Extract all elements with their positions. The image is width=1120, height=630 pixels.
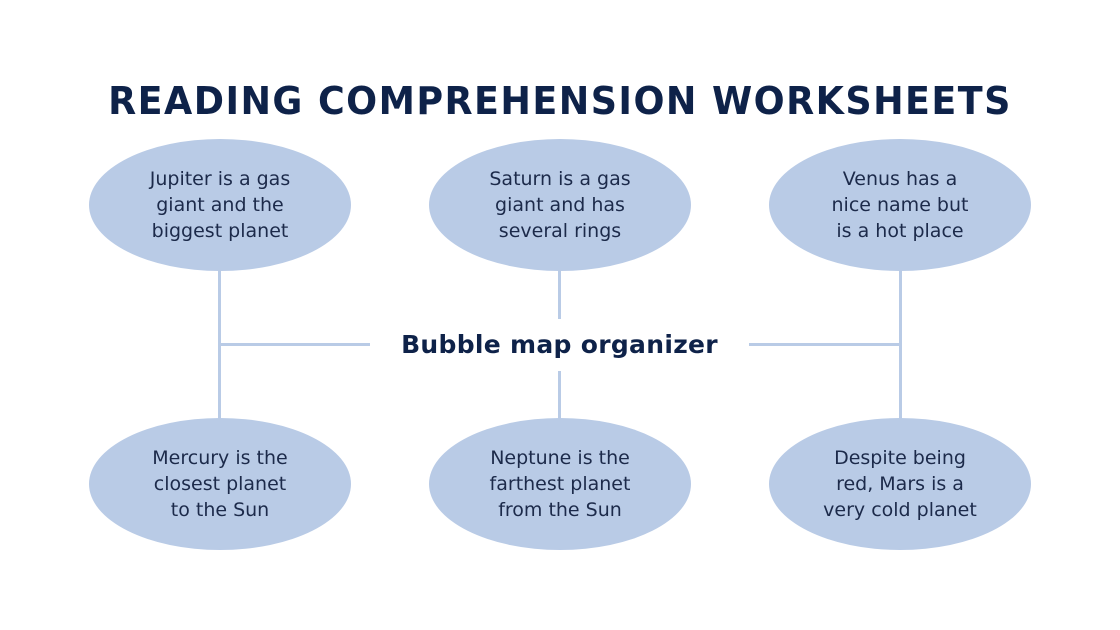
connector-center-top (558, 268, 561, 319)
bubble-text: Jupiter is a gas giant and the biggest p… (149, 168, 291, 242)
bubble-text: Saturn is a gas giant and has several ri… (489, 168, 631, 242)
page-title: READING COMPREHENSION WORKSHEETS (108, 79, 1012, 123)
connector-right-horizontal (749, 343, 902, 346)
bubble-text: Mercury is the closest planet to the Sun (152, 447, 288, 521)
bubble-jupiter: Jupiter is a gas giant and the biggest p… (89, 139, 351, 271)
bubble-saturn: Saturn is a gas giant and has several ri… (429, 139, 691, 271)
bubble-text: Despite being red, Mars is a very cold p… (823, 447, 977, 521)
bubble-mercury: Mercury is the closest planet to the Sun (89, 418, 351, 550)
bubble-text: Neptune is the farthest planet from the … (489, 447, 631, 521)
bubble-mars: Despite being red, Mars is a very cold p… (769, 418, 1031, 550)
bubble-venus: Venus has a nice name but is a hot place (769, 139, 1031, 271)
bubble-neptune: Neptune is the farthest planet from the … (429, 418, 691, 550)
connector-center-bottom (558, 371, 561, 420)
bubble-text: Venus has a nice name but is a hot place (831, 168, 969, 242)
connector-left-horizontal (218, 343, 370, 346)
center-label: Bubble map organizer (401, 330, 718, 359)
